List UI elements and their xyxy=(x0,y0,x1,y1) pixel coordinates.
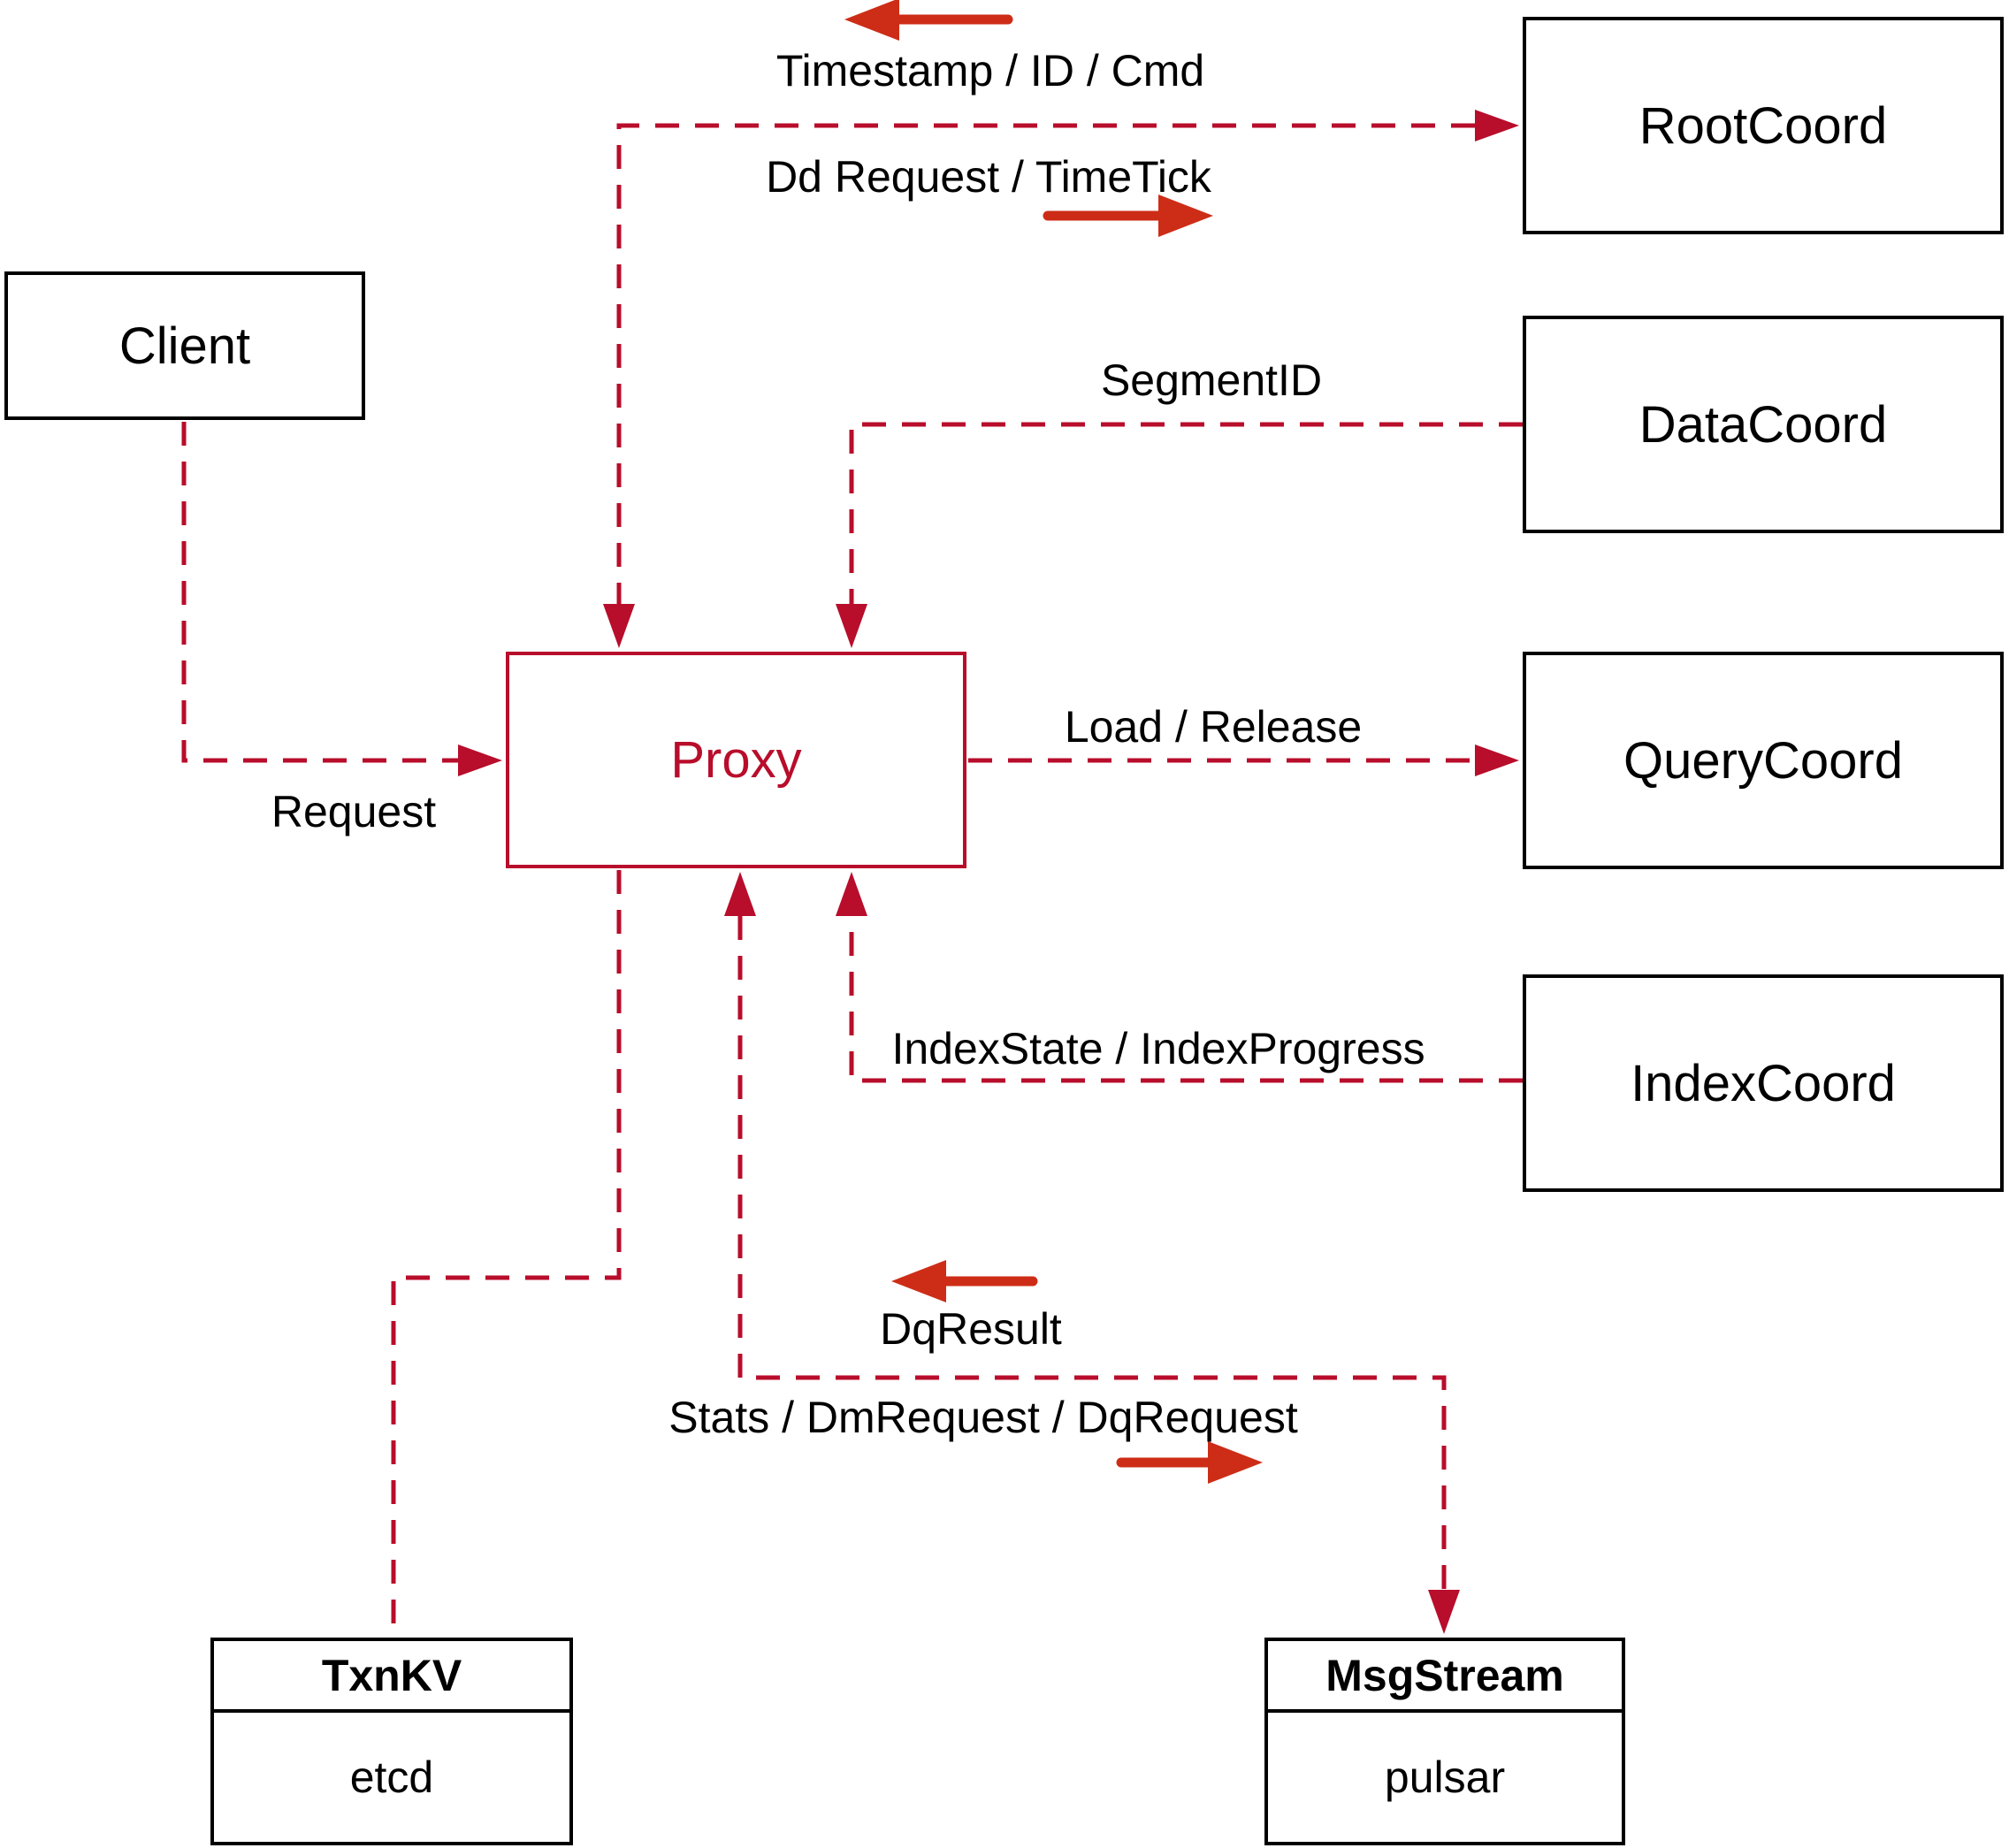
stats-direction-head xyxy=(1208,1441,1263,1484)
connector-proxy-msgstream xyxy=(737,916,1447,1590)
node-txnkv-subtitle: etcd xyxy=(349,1753,434,1802)
timestamp-direction-head xyxy=(844,0,899,41)
node-indexcoord-label: IndexCoord xyxy=(1631,1054,1896,1112)
node-client: Client xyxy=(4,271,365,420)
dq-result-direction-head xyxy=(891,1260,946,1302)
connector-proxy-rootcoord xyxy=(616,123,1475,604)
node-datacoord: DataCoord xyxy=(1523,316,2004,533)
edge-label-load: Load / Release xyxy=(1064,702,1363,752)
arrowhead-indexcoord-proxy-end xyxy=(836,872,867,916)
node-rootcoord: RootCoord xyxy=(1523,17,2004,234)
connector-proxy-txnkv xyxy=(391,870,622,1636)
node-msgstream-title: MsgStream xyxy=(1268,1641,1622,1713)
edge-label-timestamp: Timestamp / ID / Cmd xyxy=(775,46,1205,95)
arrowhead-proxy-querycoord-end xyxy=(1475,745,1519,776)
edge-label-segment-id: SegmentID xyxy=(1100,355,1323,405)
node-client-label: Client xyxy=(118,317,251,375)
arrowhead-proxy-msgstream-end xyxy=(1428,1590,1460,1634)
arrowhead-client-proxy-end xyxy=(458,745,502,776)
connector-datacoord-proxy xyxy=(849,422,1523,604)
node-datacoord-label: DataCoord xyxy=(1639,395,1888,454)
arrowhead-datacoord-proxy-end xyxy=(836,604,867,648)
edge-label-dd-request: Dd Request / TimeTick xyxy=(766,152,1211,202)
node-proxy-label: Proxy xyxy=(670,731,802,789)
node-rootcoord-label: RootCoord xyxy=(1639,96,1888,155)
arrowhead-proxy-msgstream-start xyxy=(724,872,756,916)
connector-client-proxy xyxy=(181,422,458,763)
edge-label-dq-result: DqResult xyxy=(880,1304,1062,1354)
node-querycoord: QueryCoord xyxy=(1523,652,2004,869)
edge-label-index: IndexState / IndexProgress xyxy=(891,1024,1425,1073)
arrowhead-proxy-rootcoord-start xyxy=(1475,110,1519,141)
node-indexcoord: IndexCoord xyxy=(1523,974,2004,1192)
arrowhead-proxy-rootcoord-end xyxy=(603,604,635,648)
node-proxy: Proxy xyxy=(506,652,966,868)
node-txnkv-title: TxnKV xyxy=(214,1641,569,1713)
edge-label-stats: Stats / DmRequest / DqRequest xyxy=(668,1393,1298,1442)
node-msgstream: MsgStream pulsar xyxy=(1264,1638,1625,1845)
node-querycoord-label: QueryCoord xyxy=(1623,731,1903,790)
node-msgstream-subtitle: pulsar xyxy=(1384,1753,1506,1802)
edge-label-request: Request xyxy=(271,787,437,836)
dd-request-direction-head xyxy=(1158,195,1213,237)
node-txnkv: TxnKV etcd xyxy=(210,1638,573,1845)
